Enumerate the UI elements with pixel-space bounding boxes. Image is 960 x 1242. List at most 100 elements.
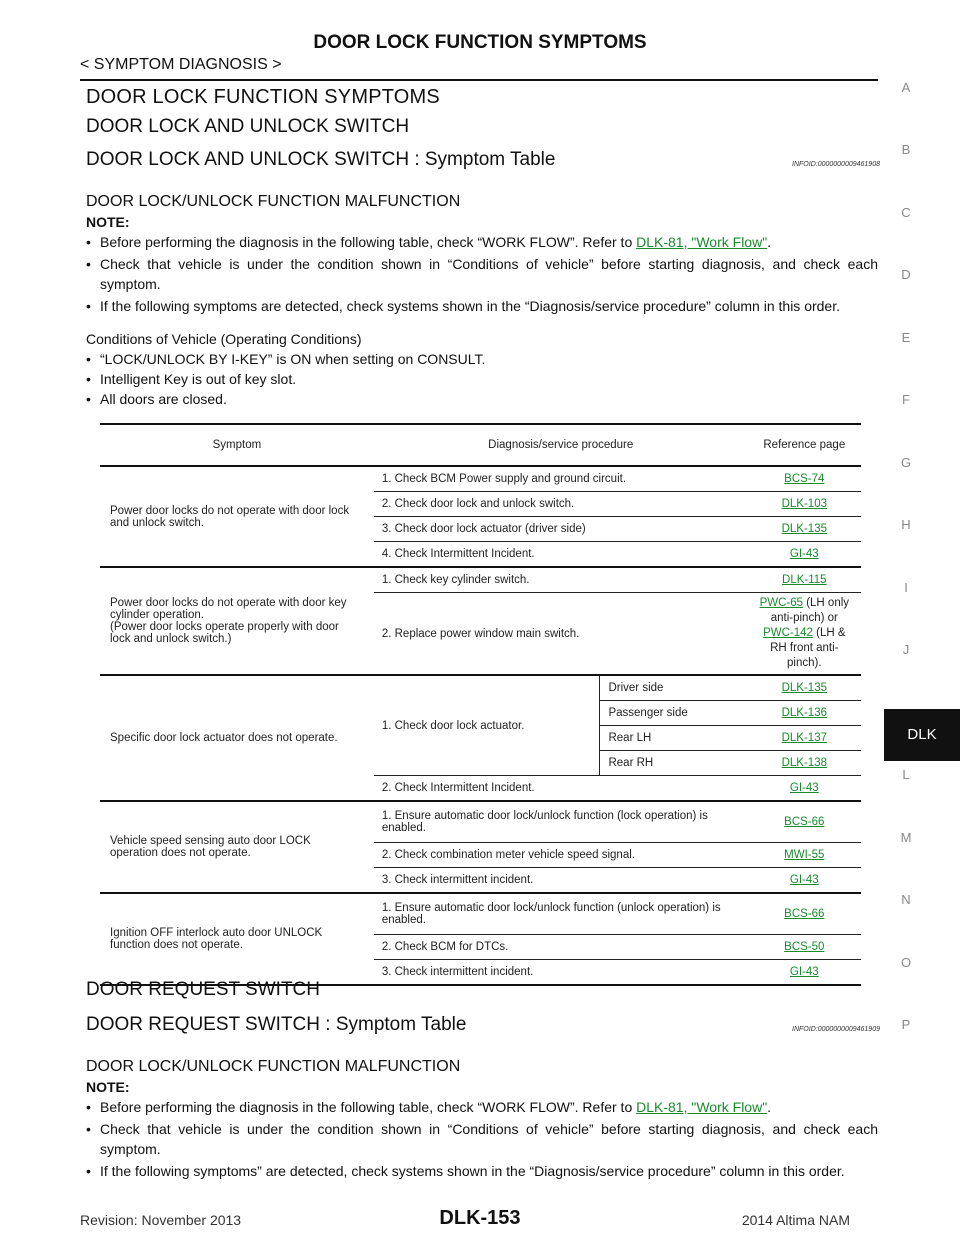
ref-link[interactable]: BCS-66 [784, 816, 825, 828]
section2-notes: Before performing the diagnosis in the f… [86, 1097, 878, 1183]
main-heading: DOOR LOCK FUNCTION SYMPTOMS [86, 86, 440, 108]
col-reference: Reference page [747, 423, 861, 467]
section2-note-label: NOTE: [86, 1079, 130, 1095]
symptom-cell: Ignition OFF interlock auto door UNLOCK … [100, 893, 374, 986]
side-letter-o[interactable]: O [900, 955, 912, 970]
section2-note-3: If the following symptoms” are detected,… [86, 1161, 878, 1181]
ref-link[interactable]: MWI-55 [784, 849, 825, 861]
procedure-cell: 1. Check door lock actuator. [373, 675, 600, 776]
ref-link[interactable]: BCS-66 [784, 908, 825, 920]
procedure-cell: 2. Replace power window main switch. [373, 592, 748, 676]
side-letter-m[interactable]: M [900, 830, 912, 845]
section2-subheading: DOOR REQUEST SWITCH : Symptom Table [86, 1014, 467, 1035]
side-cell: Rear RH [599, 750, 748, 776]
section2-note-1: Before performing the diagnosis in the f… [86, 1097, 878, 1117]
col-procedure: Diagnosis/service procedure [373, 423, 748, 467]
section1-note-label: NOTE: [86, 214, 130, 230]
ref-link[interactable]: BCS-74 [784, 473, 825, 485]
section-breadcrumb: < SYMPTOM DIAGNOSIS > [80, 56, 282, 73]
ref-link[interactable]: GI-43 [789, 548, 819, 560]
section2-note-2: Check that vehicle is under the conditio… [86, 1119, 878, 1159]
symptom-cell: Power door locks do not operate with doo… [100, 466, 374, 568]
procedure-cell: 2. Check door lock and unlock switch. [373, 491, 748, 517]
page-title: DOOR LOCK FUNCTION SYMPTOMS [313, 32, 647, 53]
ref-link[interactable]: DLK-138 [781, 757, 827, 769]
table-row: Power door locks do not operate with doo… [100, 466, 861, 568]
side-tab-dlk[interactable]: DLK [884, 709, 960, 761]
footer-model: 2014 Altima NAM [741, 1212, 850, 1228]
ref-link[interactable]: DLK-136 [781, 707, 827, 719]
table-row: Vehicle speed sensing auto door LOCK ope… [100, 801, 861, 894]
procedure-cell: 3. Check intermittent incident. [373, 867, 748, 894]
table-row: 2. Check door lock and unlock switch. DL… [100, 491, 861, 517]
side-letter-i[interactable]: I [904, 580, 908, 595]
procedure-cell: 4. Check Intermittent Incident. [373, 541, 748, 568]
conditions-title: Conditions of Vehicle (Operating Conditi… [86, 331, 362, 347]
procedure-cell: 1. Ensure automatic door lock/unlock fun… [373, 893, 748, 935]
ref-link[interactable]: BCS-50 [784, 941, 825, 953]
procedure-cell: 3. Check intermittent incident. [373, 959, 748, 986]
section2-info-id: INFOID:0000000009461909 [792, 1026, 880, 1033]
ref-link[interactable]: DLK-115 [782, 574, 827, 586]
table-row: 4. Check Intermittent Incident. GI-43 [100, 541, 861, 568]
section1-notes: Before performing the diagnosis in the f… [86, 232, 878, 318]
ref-link[interactable]: DLK-135 [781, 682, 827, 694]
condition-item: Intelligent Key is out of key slot. [86, 369, 878, 389]
footer-revision: Revision: November 2013 [80, 1212, 242, 1228]
table-row: Rear LH DLK-137 [100, 725, 861, 751]
table-row: Passenger side DLK-136 [100, 700, 861, 726]
side-letter-n[interactable]: N [901, 892, 911, 907]
section1-note-3: If the following symptoms are detected, … [86, 296, 878, 316]
ref-link[interactable]: GI-43 [789, 966, 819, 978]
symptom-table: Symptom Diagnosis/service procedure Refe… [100, 423, 861, 986]
table-row: 2. Replace power window main switch. PWC… [100, 592, 861, 676]
side-letter-d[interactable]: D [901, 267, 911, 282]
side-letter-f[interactable]: F [902, 392, 910, 407]
work-flow-link[interactable]: DLK-81, "Work Flow" [636, 234, 768, 250]
section1-subheading: DOOR LOCK AND UNLOCK SWITCH : Symptom Ta… [86, 149, 556, 170]
procedure-cell: 1. Check BCM Power supply and ground cir… [373, 466, 748, 492]
side-cell: Rear LH [599, 725, 748, 751]
side-letter-b[interactable]: B [901, 142, 911, 157]
symptom-cell: Power door locks do not operate with doo… [100, 567, 374, 676]
condition-item: “LOCK/UNLOCK BY I-KEY” is ON when settin… [86, 349, 878, 369]
side-letter-p[interactable]: P [901, 1017, 911, 1032]
section1-note-1: Before performing the diagnosis in the f… [86, 232, 878, 252]
side-letter-c[interactable]: C [901, 205, 911, 220]
footer-page-number: DLK-153 [439, 1207, 521, 1229]
table-row: 2. Check Intermittent Incident. GI-43 [100, 775, 861, 802]
side-letter-e[interactable]: E [901, 330, 911, 345]
side-letter-j[interactable]: J [902, 642, 910, 657]
section1-info-id: INFOID:0000000009461908 [792, 161, 880, 168]
conditions-list: “LOCK/UNLOCK BY I-KEY” is ON when settin… [86, 349, 878, 409]
table-row: 3. Check door lock actuator (driver side… [100, 516, 861, 542]
ref-link[interactable]: DLK-135 [781, 523, 827, 535]
table-row: Ignition OFF interlock auto door UNLOCK … [100, 893, 861, 986]
table-row: Specific door lock actuator does not ope… [100, 675, 861, 802]
table-header-row: Symptom Diagnosis/service procedure Refe… [100, 423, 861, 467]
table-row: 3. Check intermittent incident. GI-43 [100, 959, 861, 986]
ref-link[interactable]: DLK-137 [781, 732, 827, 744]
table-row: 3. Check intermittent incident. GI-43 [100, 867, 861, 894]
ref-link[interactable]: GI-43 [789, 874, 819, 886]
side-letter-g[interactable]: G [900, 455, 912, 470]
ref-link[interactable]: GI-43 [789, 782, 819, 794]
ref-link[interactable]: PWC-65 [759, 597, 804, 609]
table-row: 2. Check BCM for DTCs. BCS-50 [100, 934, 861, 960]
procedure-cell: 2. Check BCM for DTCs. [373, 934, 748, 960]
procedure-cell: 2. Check combination meter vehicle speed… [373, 842, 748, 868]
symptom-cell: Specific door lock actuator does not ope… [100, 675, 374, 802]
header-rule [80, 79, 878, 81]
procedure-cell: 1. Ensure automatic door lock/unlock fun… [373, 801, 748, 843]
work-flow-link[interactable]: DLK-81, "Work Flow" [636, 1099, 768, 1115]
table-row: 2. Check combination meter vehicle speed… [100, 842, 861, 868]
ref-link[interactable]: PWC-142 [763, 627, 813, 639]
ref-link[interactable]: DLK-103 [781, 498, 827, 510]
side-letter-l[interactable]: L [902, 767, 910, 782]
condition-item: All doors are closed. [86, 389, 878, 409]
section1-malfunction-title: DOOR LOCK/UNLOCK FUNCTION MALFUNCTION [86, 193, 461, 210]
section2-malfunction-title: DOOR LOCK/UNLOCK FUNCTION MALFUNCTION [86, 1058, 461, 1075]
side-letter-h[interactable]: H [901, 517, 911, 532]
side-letter-a[interactable]: A [901, 80, 911, 95]
table-row: Power door locks do not operate with doo… [100, 567, 861, 676]
